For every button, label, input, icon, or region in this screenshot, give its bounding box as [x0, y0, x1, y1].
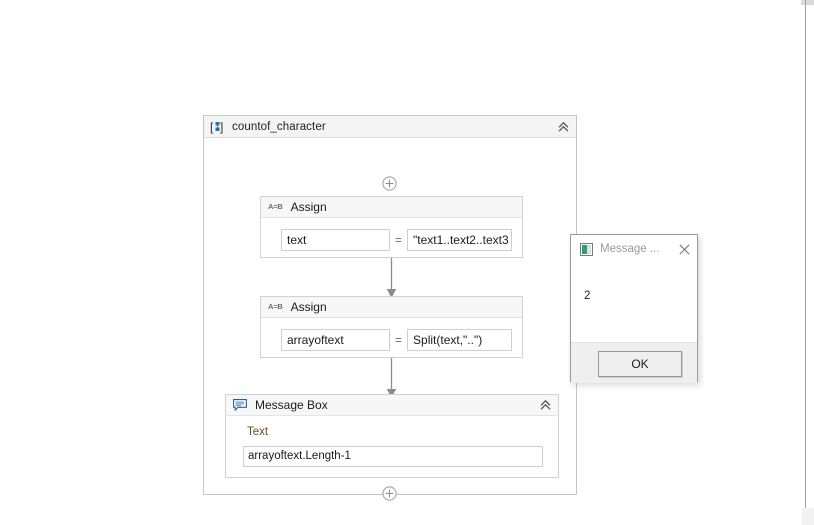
- activity-assign-2-title: Assign: [290, 300, 327, 314]
- svg-text:[: [: [210, 120, 214, 134]
- message-box-title: Message Box: [255, 398, 328, 412]
- ok-button[interactable]: OK: [598, 351, 682, 377]
- assign-row-2: arrayoftext = Split(text,".."): [281, 329, 513, 351]
- activity-assign-1-body: text = "text1..text2..text3: [261, 218, 522, 278]
- assign-value-field-2[interactable]: Split(text,".."): [407, 329, 513, 351]
- dialog-content: 2: [571, 263, 697, 342]
- dialog-footer: OK: [571, 342, 697, 383]
- dialog-title: Message ...: [600, 243, 660, 255]
- dialog-titlebar[interactable]: Message ...: [571, 235, 697, 263]
- connector-arrow-1: [386, 258, 397, 300]
- activity-assign-1[interactable]: A=B Assign text = "text1..text2..text3: [260, 196, 523, 258]
- connector-arrow-2: [386, 358, 397, 400]
- assign-equals-1: =: [395, 233, 403, 247]
- assign-icon: A=B: [268, 302, 283, 312]
- panel-edge-bottom: [802, 508, 814, 525]
- assign-row-1: text = "text1..text2..text3: [281, 229, 513, 251]
- add-activity-bottom[interactable]: [382, 486, 397, 501]
- activity-assign-2-header[interactable]: A=B Assign: [261, 297, 522, 318]
- message-box-icon: [233, 399, 247, 411]
- window-app-icon: [580, 242, 593, 256]
- panel-splitter[interactable]: [805, 0, 806, 508]
- message-box-text-input[interactable]: arrayoftext.Length-1: [243, 446, 543, 467]
- sequence-header[interactable]: [ ] countof_character: [204, 116, 576, 138]
- assign-equals-2: =: [395, 333, 403, 347]
- svg-text:]: ]: [220, 120, 223, 134]
- message-box-text-label: Text: [247, 426, 269, 438]
- activity-assign-1-header[interactable]: A=B Assign: [261, 197, 522, 218]
- add-activity-top[interactable]: [382, 176, 397, 191]
- assign-icon: A=B: [268, 202, 283, 212]
- sequence-body: A=B Assign text = "text1..text2..text3 A…: [204, 138, 576, 501]
- activity-assign-1-title: Assign: [290, 200, 327, 214]
- panel-edge-corner: [801, 0, 814, 5]
- double-chevron-up-icon[interactable]: [539, 399, 552, 412]
- activity-assign-2[interactable]: A=B Assign arrayoftext = Split(text,".."…: [260, 296, 523, 358]
- sequence-title: countof_character: [232, 120, 326, 133]
- sequence-icon: [ ]: [210, 120, 225, 134]
- activity-message-box[interactable]: Message Box Text arrayoftext.Length-1: [225, 394, 559, 478]
- double-chevron-up-icon[interactable]: [557, 120, 570, 133]
- assign-to-field-2[interactable]: arrayoftext: [281, 329, 390, 351]
- activity-assign-2-body: arrayoftext = Split(text,".."): [261, 318, 522, 378]
- sequence-container[interactable]: [ ] countof_character A=B: [203, 115, 577, 501]
- assign-to-field-1[interactable]: text: [281, 229, 390, 251]
- dialog-message-text: 2: [584, 290, 591, 302]
- message-dialog[interactable]: Message ... 2 OK: [570, 234, 698, 383]
- close-x-icon[interactable]: [677, 242, 692, 257]
- assign-value-field-1[interactable]: "text1..text2..text3: [407, 229, 513, 251]
- message-box-header[interactable]: Message Box: [226, 395, 558, 416]
